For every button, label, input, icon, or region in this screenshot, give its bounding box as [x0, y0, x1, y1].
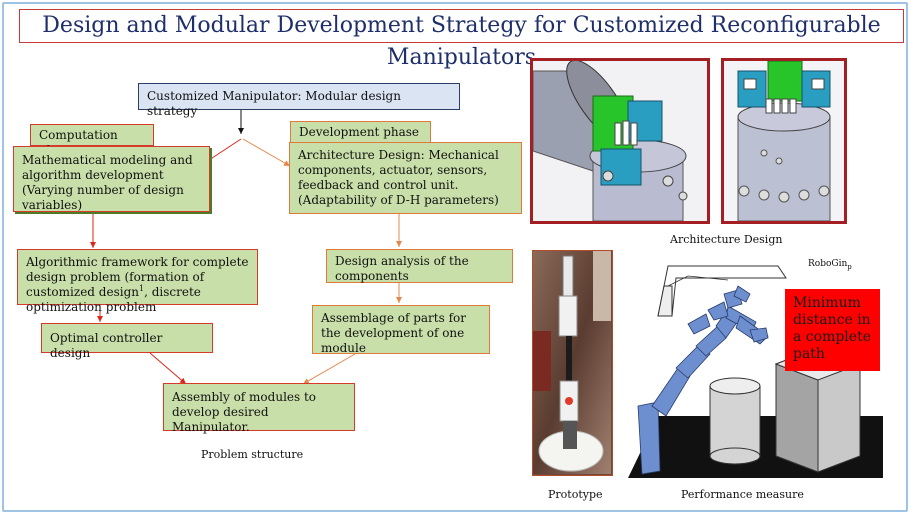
robogin-text: RoboGin — [808, 259, 848, 269]
arrow-to-architecture — [242, 138, 291, 167]
architecture-caption: Architecture Design — [670, 233, 783, 246]
algorithmic-framework-box: Algorithmic framework for complete desig… — [17, 249, 258, 314]
arrow-assemblage-assembly — [302, 353, 356, 385]
optimal-controller-box: Optimal controller design — [41, 323, 213, 360]
development-phase-label: Development phase — [290, 121, 431, 143]
prototype-photo — [532, 250, 613, 476]
prototype-caption: Prototype — [548, 488, 603, 501]
min-distance-callout: Minimum distance in a complete path — [785, 289, 880, 371]
design-analysis-box: Design analysis of the components — [326, 249, 513, 283]
robogin-label: RoboGinp — [808, 259, 852, 271]
slide-title: Design and Modular Development Strategy … — [19, 9, 904, 70]
math-model-box: Mathematical modeling and algorithm deve… — [13, 146, 210, 212]
algo-framework-text-a: Algorithmic framework for complete desig… — [26, 255, 249, 299]
module-render-icon — [724, 61, 844, 221]
robogin-subscript: p — [847, 262, 852, 271]
footnote-marker: 1 — [138, 284, 145, 293]
performance-caption: Performance measure — [681, 488, 804, 501]
prototype-robot-icon — [533, 251, 611, 474]
arrow-optimal-assembly — [149, 352, 187, 385]
problem-structure-caption: Problem structure — [201, 448, 304, 461]
assembly-box: Assembly of modules to develop desired M… — [163, 383, 355, 434]
architecture-image-right — [721, 58, 847, 224]
algo-framework-text-b: , discrete optimization problem — [26, 285, 201, 314]
gripper-render-icon — [533, 61, 707, 221]
computation-phase-label: Computation phase — [30, 124, 154, 157]
top-strategy-box: Customized Manipulator: Modular design s… — [138, 83, 460, 118]
architecture-image-left — [530, 58, 710, 224]
assemblage-box: Assemblage of parts for the development … — [312, 305, 490, 355]
architecture-design-box: Architecture Design: Mechanical componen… — [289, 142, 522, 214]
